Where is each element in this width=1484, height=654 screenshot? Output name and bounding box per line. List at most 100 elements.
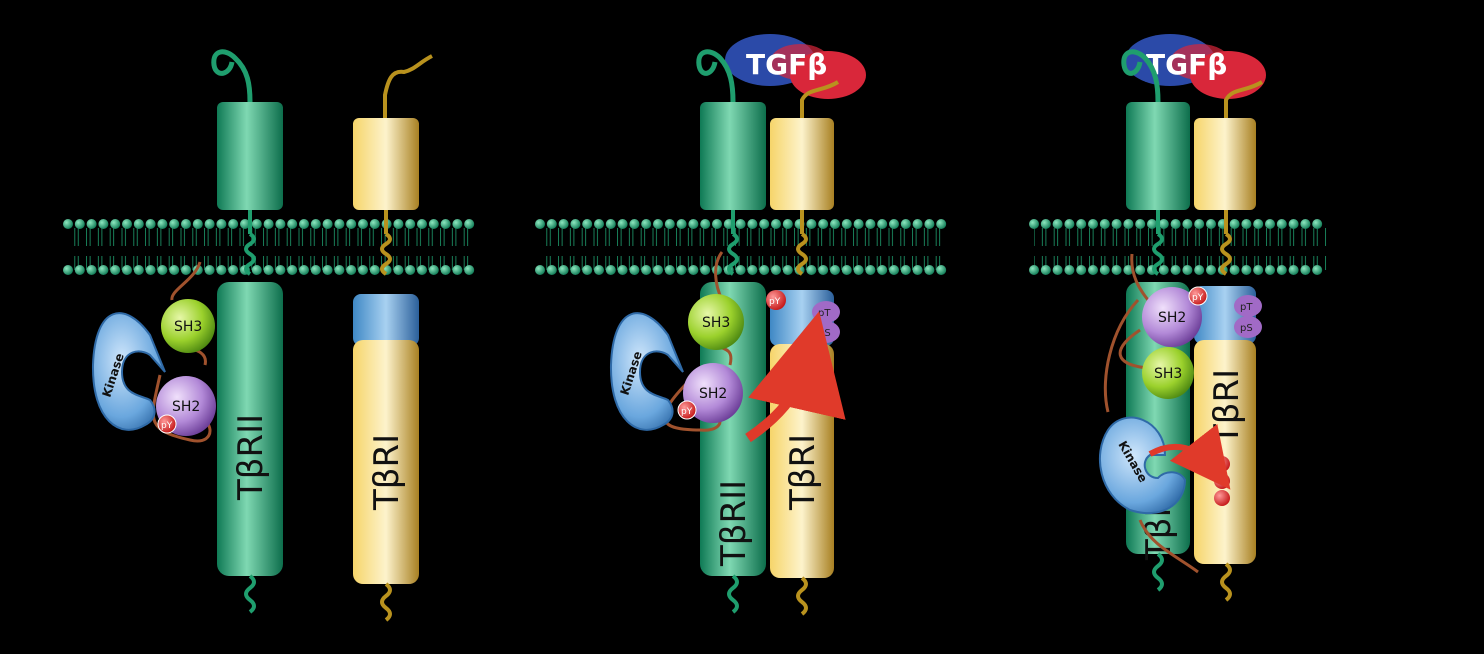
lipid-head	[1206, 265, 1216, 275]
lipid-head	[912, 219, 923, 229]
phospho-badge-py	[766, 290, 786, 310]
lipid-head	[287, 265, 298, 275]
receptor-i-label: TβRI	[783, 434, 823, 511]
ps-label: pS	[818, 328, 831, 339]
lipid-head	[1088, 265, 1098, 275]
lipid-head	[110, 219, 121, 229]
kinase-c-shape	[91, 312, 166, 431]
lipid-head	[1064, 219, 1075, 229]
lipid-head	[570, 265, 581, 275]
lipid-head	[393, 219, 404, 229]
sh2-label: SH2	[699, 386, 727, 402]
lipid-head	[629, 265, 640, 275]
lipid-head	[617, 219, 628, 229]
lipid-head	[417, 265, 427, 275]
panel-ligand-bound: TGFβ TβRII TβRI pY pT pS	[535, 34, 947, 616]
lipid-head	[1194, 219, 1205, 229]
receptor-ii-ectodomain	[217, 102, 283, 210]
lipid-head	[841, 219, 852, 229]
lipid-head	[546, 265, 557, 275]
lipid-head	[405, 265, 416, 275]
lipid-head	[1052, 265, 1063, 275]
lipid-head	[594, 265, 604, 275]
lipid-head	[452, 265, 463, 275]
membrane-bilayer	[1029, 219, 1328, 275]
lipid-head	[1300, 265, 1311, 275]
lipid-head	[263, 265, 274, 275]
lipid-head	[700, 219, 711, 229]
receptor-ii-extracellular-tail	[211, 49, 253, 103]
lipid-head	[310, 219, 321, 229]
lipid-head	[440, 265, 451, 275]
receptor-i: TβRI pT pS	[1194, 80, 1264, 602]
lipid-head	[889, 265, 899, 275]
lipid-head	[1241, 219, 1252, 229]
receptor-i-ectodomain	[353, 118, 419, 210]
lipid-head	[1288, 219, 1299, 229]
lipid-head	[133, 219, 144, 229]
ligand-cloud: TGFβ	[725, 34, 866, 99]
lipid-head	[452, 219, 463, 229]
pt-label: pT	[1240, 302, 1253, 313]
lipid-head	[1206, 219, 1216, 229]
lipid-head	[641, 219, 652, 229]
lipid-head	[782, 265, 793, 275]
receptor-ii-c-tail	[244, 574, 256, 614]
lipid-head	[1241, 265, 1252, 275]
lipid-head	[865, 265, 876, 275]
lipid-head	[275, 265, 286, 275]
kinase-c-shape	[1098, 416, 1187, 515]
phospho-badge-pt	[1234, 295, 1262, 317]
lipid-head	[86, 219, 97, 229]
src-kinase-recruited: SH2 pY SH3 Kinase	[1098, 253, 1231, 574]
phospho-badge	[1188, 286, 1208, 306]
lipid-head	[664, 219, 675, 229]
py-label: pY	[769, 297, 781, 307]
receptor-ii-c-tail	[727, 574, 739, 614]
lipid-head	[74, 265, 85, 275]
lipid-head	[877, 265, 888, 275]
lipid-head	[1276, 219, 1287, 229]
lipid-head	[1312, 219, 1323, 229]
lipid-head	[853, 219, 864, 229]
lipid-head	[759, 265, 770, 275]
lipid-head	[358, 219, 368, 229]
lipid-head	[900, 265, 911, 275]
lipid-head	[369, 265, 380, 275]
linker-chain	[1103, 253, 1199, 574]
lipid-head	[157, 265, 168, 275]
lipid-head	[1099, 265, 1110, 275]
sh2-label: SH2	[1158, 310, 1186, 326]
py-label: pY	[161, 421, 173, 431]
sh3-sphere	[161, 299, 215, 353]
receptor-i-transmembrane	[380, 232, 392, 276]
lipid-head	[889, 219, 899, 229]
receptor-ii-transmembrane	[1152, 232, 1164, 276]
lipid-head	[287, 219, 298, 229]
lipid-head	[1040, 219, 1051, 229]
receptor-i: TβRI	[353, 54, 433, 622]
lipid-head	[735, 219, 746, 229]
lipid-head	[582, 219, 593, 229]
lipid-head	[145, 265, 156, 275]
lipid-heads-inner	[1029, 265, 1323, 275]
lipid-head	[464, 219, 475, 229]
phospho-badge-ps	[1234, 316, 1262, 338]
lipid-head	[63, 265, 73, 275]
lipid-head	[1135, 265, 1146, 275]
ps-label: pS	[1240, 323, 1253, 334]
sh3-sphere	[688, 294, 744, 350]
lipid-head	[1135, 219, 1146, 229]
lipid-head	[1276, 265, 1287, 275]
sh3-label: SH3	[1154, 366, 1182, 382]
lipid-head	[1099, 219, 1110, 229]
receptor-i-extracellular-tail	[800, 80, 840, 118]
lipid-head	[275, 219, 286, 229]
lipid-head	[98, 219, 109, 229]
lipid-head	[676, 219, 687, 229]
phospho-tyrosine-cluster	[1214, 456, 1230, 506]
lipid-head	[63, 219, 73, 229]
lipid-head	[86, 265, 97, 275]
panel-inactive: TβRII TβRI Kinase SH3 SH2 pY	[63, 49, 475, 622]
phospho-badge	[157, 414, 177, 434]
